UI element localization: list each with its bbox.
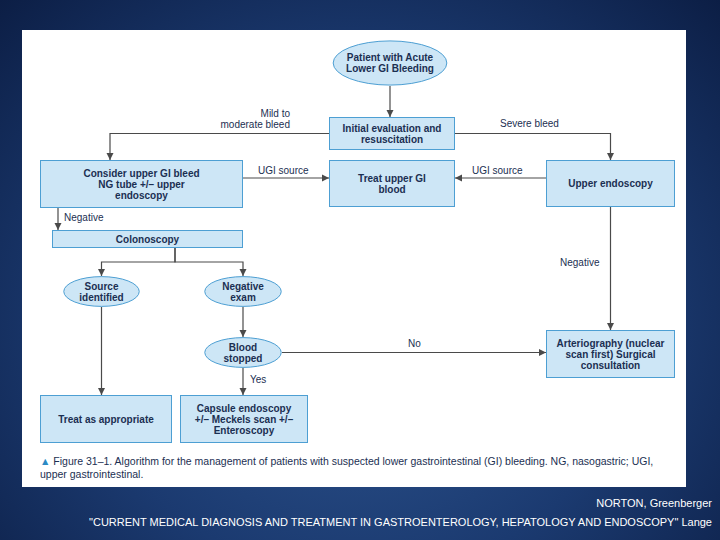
- arrow-head: [98, 269, 105, 276]
- node-text: Consider upper GI bleed NG tube +/– uppe…: [79, 168, 204, 201]
- connector-line: [610, 207, 611, 330]
- oval-shape: [64, 277, 139, 307]
- edge-label: Severe bleed: [500, 118, 580, 129]
- start-oval: Patient with Acute Lower GI Bleeding: [332, 40, 448, 86]
- process-box: Treat upper GI blood: [329, 160, 455, 207]
- connector: [175, 248, 247, 276]
- process-box: Initial evaluation and resuscitation: [329, 117, 455, 150]
- arrow-head: [387, 110, 394, 117]
- citation-text: "CURRENT MEDICAL DIAGNOSIS AND TREATMENT…: [89, 516, 712, 529]
- connector-line: [110, 134, 329, 161]
- node-text: Colonoscopy: [63, 234, 233, 245]
- outcome-oval: Negative exam: [204, 276, 282, 307]
- node-text: Initial evaluation and resuscitation: [337, 123, 447, 145]
- process-box: Upper endoscopy: [546, 160, 675, 207]
- node-text: Source identified: [71, 281, 133, 303]
- connector-line: [242, 368, 243, 395]
- connector: [98, 307, 105, 395]
- figure-caption: ▲ Figure 31–1. Algorithm for the managem…: [40, 455, 670, 481]
- connector: [240, 307, 247, 337]
- edge-label: UGI source: [258, 165, 328, 176]
- edge-label: Yes: [250, 374, 280, 385]
- node-text: Negative exam: [212, 281, 274, 303]
- edge-label: Negative: [64, 212, 124, 223]
- connector: [455, 134, 614, 161]
- connector-line: [455, 177, 546, 178]
- node-text: Upper endoscopy: [553, 178, 668, 189]
- connector: [98, 248, 175, 276]
- process-box: Capsule endoscopy +/– Meckels scan +/– E…: [180, 395, 308, 443]
- citation-text: NORTON, Greenberger: [596, 497, 712, 510]
- arrow-head: [98, 388, 105, 395]
- arrow-head: [55, 223, 62, 230]
- connector: [282, 349, 546, 356]
- arrow-head: [240, 269, 247, 276]
- node-text: Capsule endoscopy +/– Meckels scan +/– E…: [192, 403, 297, 436]
- edge-label: UGI source: [472, 165, 542, 176]
- arrow-head: [322, 175, 329, 182]
- oval-shape: [333, 41, 447, 85]
- connector-line: [175, 248, 243, 276]
- connector: [240, 368, 247, 395]
- arrow-head: [539, 349, 546, 356]
- connector-line: [389, 86, 390, 117]
- node-text: Patient with Acute Lower GI Bleeding: [340, 52, 440, 74]
- process-box: Treat as appropriate: [40, 395, 172, 443]
- arrow-head: [240, 330, 247, 337]
- outcome-oval: Source identified: [63, 276, 140, 307]
- connector-line: [282, 352, 546, 353]
- edge-label: No: [408, 338, 438, 349]
- connector: [607, 207, 614, 330]
- connector: [107, 134, 330, 161]
- arrow-head: [607, 323, 614, 330]
- decision-oval: Blood stopped: [204, 337, 282, 368]
- process-box: Colonoscopy: [52, 230, 243, 248]
- arrow-head: [107, 153, 114, 160]
- edge-label: Mild to moderate bleed: [216, 108, 290, 130]
- oval-shape: [205, 277, 281, 307]
- node-text: Treat as appropriate: [46, 414, 166, 425]
- arrow-head: [455, 175, 462, 182]
- connector-line: [455, 134, 611, 161]
- connector-line: [243, 177, 329, 178]
- oval-shape: [205, 338, 281, 368]
- connector: [55, 208, 62, 230]
- node-text: Treat upper GI blood: [357, 173, 427, 195]
- process-box: Arteriography (nuclear scan first) Surgi…: [546, 330, 675, 378]
- connector-line: [101, 307, 102, 395]
- node-text: Arteriography (nuclear scan first) Surgi…: [552, 338, 670, 371]
- connector-line: [102, 248, 176, 276]
- node-text: Blood stopped: [212, 342, 274, 364]
- connector-line: [242, 307, 243, 337]
- process-box: Consider upper GI bleed NG tube +/– uppe…: [40, 160, 243, 208]
- connector: [387, 86, 394, 117]
- arrow-head: [607, 153, 614, 160]
- connector-line: [57, 208, 58, 230]
- arrow-head: [240, 388, 247, 395]
- edge-label: Negative: [560, 257, 608, 268]
